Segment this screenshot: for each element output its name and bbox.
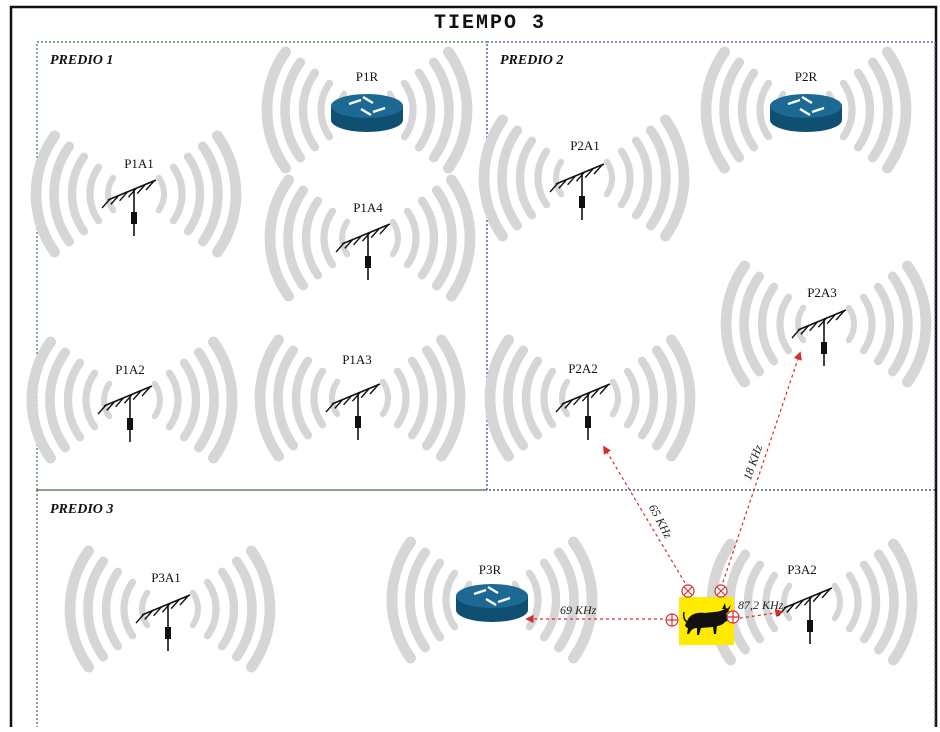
p3r-router-icon — [456, 584, 528, 622]
freq-label-p3r: 69 KHz — [560, 603, 597, 617]
bull-icon — [682, 603, 731, 635]
devices — [97, 94, 847, 651]
label-p1a2: P1A2 — [115, 362, 145, 377]
label-p1r: P1R — [355, 69, 379, 84]
p2r-router-icon — [770, 94, 842, 132]
predio3-border — [36, 489, 936, 732]
p1a4-signal-icon — [264, 174, 476, 302]
freq-label-p3a2: 87,2 KHz — [738, 598, 784, 612]
label-p1a1: P1A1 — [124, 156, 154, 171]
page-title: TIEMPO 3 — [433, 12, 546, 35]
p3a1-signal-icon — [64, 545, 276, 673]
label-p2a3: P2A3 — [807, 285, 837, 300]
p2r-signal-icon — [700, 46, 912, 174]
signal-waves — [26, 46, 932, 673]
p3r-signal-icon — [386, 536, 598, 664]
label-p1a4: P1A4 — [353, 200, 383, 215]
predio2-label: PREDIO 2 — [500, 53, 564, 68]
links — [525, 351, 802, 624]
link-to-p2a3 — [720, 351, 802, 589]
label-p3a2: P3A2 — [787, 562, 817, 577]
p1a3-signal-icon — [254, 334, 466, 462]
p2a1-antenna-icon — [549, 163, 605, 220]
label-p3a1: P3A1 — [151, 570, 181, 585]
predio3-label: PREDIO 3 — [50, 502, 114, 517]
label-p1a3: P1A3 — [342, 352, 372, 367]
p3a1-antenna-icon — [135, 594, 191, 651]
p2a2-signal-icon — [484, 334, 696, 462]
p1a1-antenna-icon — [101, 179, 157, 236]
link-to-p3a2 — [733, 608, 784, 620]
label-p2a2: P2A2 — [568, 361, 598, 376]
label-p2a1: P2A1 — [570, 138, 600, 153]
p1a2-antenna-icon — [97, 385, 153, 442]
link-to-p2a2 — [603, 445, 689, 589]
p2a3-signal-icon — [720, 260, 932, 388]
p1a2-signal-icon — [26, 336, 238, 464]
p2a1-signal-icon — [478, 114, 690, 242]
outer-frame — [9, 5, 938, 732]
predio1-label: PREDIO 1 — [50, 53, 114, 68]
p3a2-antenna-icon — [777, 587, 833, 644]
sensor-icon — [665, 584, 740, 627]
p1a3-antenna-icon — [325, 383, 381, 440]
label-p2r: P2R — [794, 69, 818, 84]
p1a1-signal-icon — [30, 130, 242, 258]
p1r-router-icon — [331, 94, 403, 132]
p2a3-antenna-icon — [791, 309, 847, 366]
tracked-animal — [665, 584, 740, 645]
label-p3r: P3R — [478, 562, 502, 577]
p1a4-antenna-icon — [335, 223, 391, 280]
p2a2-antenna-icon — [555, 383, 611, 440]
